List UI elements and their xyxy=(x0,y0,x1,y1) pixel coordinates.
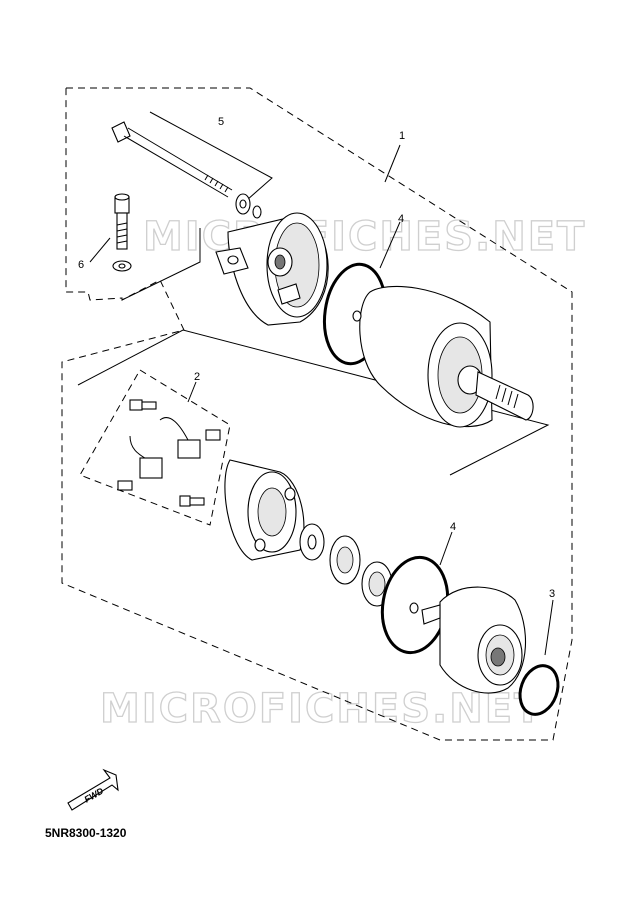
label-part-6: 6 xyxy=(78,259,84,271)
label-part-5: 5 xyxy=(218,116,224,128)
brush-holder-set xyxy=(117,399,221,507)
watermark-top: MICROFICHES.NET xyxy=(143,214,586,260)
leader-part-2 xyxy=(187,381,197,403)
watermark-bottom: MICROFICHES.NET xyxy=(100,686,543,732)
diagram-code: 5NR8300-1320 xyxy=(45,826,127,840)
thrust-washer-inner xyxy=(307,534,317,550)
label-part-4-top: 4 xyxy=(398,213,404,225)
bearing-2-inner xyxy=(368,571,386,597)
o-ring-small xyxy=(518,664,560,716)
bolt-lock-washer xyxy=(252,205,262,219)
fwd-arrow-icon xyxy=(67,768,119,811)
label-part-3: 3 xyxy=(549,588,555,600)
through-bolt xyxy=(111,121,233,198)
leader-part-4-top xyxy=(379,221,401,269)
bolt-washer-inner xyxy=(239,199,247,209)
yoke-group-outline xyxy=(77,329,550,476)
label-part-2: 2 xyxy=(194,371,200,383)
leader-part-3 xyxy=(544,599,554,656)
cap-screw xyxy=(114,193,130,250)
brush-holder-group-outline xyxy=(79,369,231,526)
leader-part-4-bottom xyxy=(439,531,453,566)
leader-part-5 xyxy=(149,111,273,201)
bearing-1-inner xyxy=(336,546,354,574)
front-cover xyxy=(215,212,329,326)
label-part-4-bottom: 4 xyxy=(450,521,456,533)
screw-group-outline xyxy=(121,228,201,301)
assembly-boundary xyxy=(61,87,573,741)
yoke-assembly xyxy=(352,285,534,428)
label-part-1: 1 xyxy=(399,130,405,142)
brush-plate xyxy=(224,459,305,561)
leader-part-6 xyxy=(89,237,111,263)
leader-part-1 xyxy=(384,144,401,183)
screw-washer-inner xyxy=(118,263,126,269)
rear-cover xyxy=(409,586,527,694)
